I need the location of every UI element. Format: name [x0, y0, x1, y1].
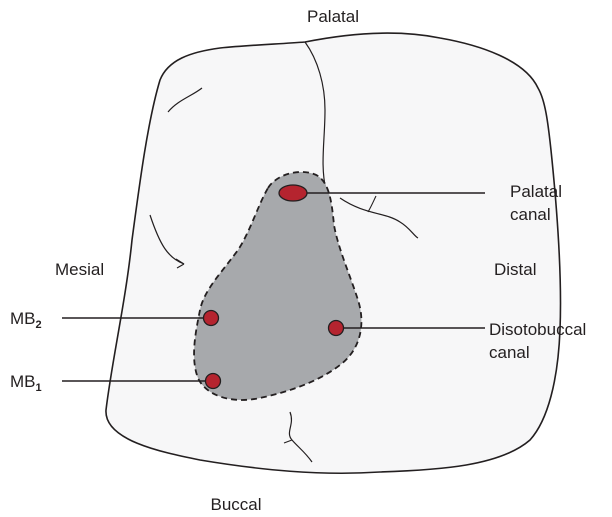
- buccal-direction-label: Buccal: [210, 495, 261, 514]
- palatal-canal-label-line2: canal: [510, 205, 551, 224]
- mesial-direction-label: Mesial: [55, 260, 104, 279]
- mb1-canal-orifice: [206, 374, 221, 389]
- palatal-canal-label: Palatal: [510, 182, 562, 201]
- distobuccal-canal-orifice: [329, 321, 344, 336]
- distal-direction-label: Distal: [494, 260, 537, 279]
- mb1-label: MB1: [10, 372, 42, 394]
- palatal-direction-label: Palatal: [307, 7, 359, 26]
- mb2-canal-orifice: [204, 311, 219, 326]
- palatal-canal-orifice: [279, 185, 307, 201]
- distobuccal-canal-label: Disotobuccal: [489, 320, 586, 339]
- distobuccal-canal-label-line2: canal: [489, 343, 530, 362]
- mb2-label: MB2: [10, 309, 42, 331]
